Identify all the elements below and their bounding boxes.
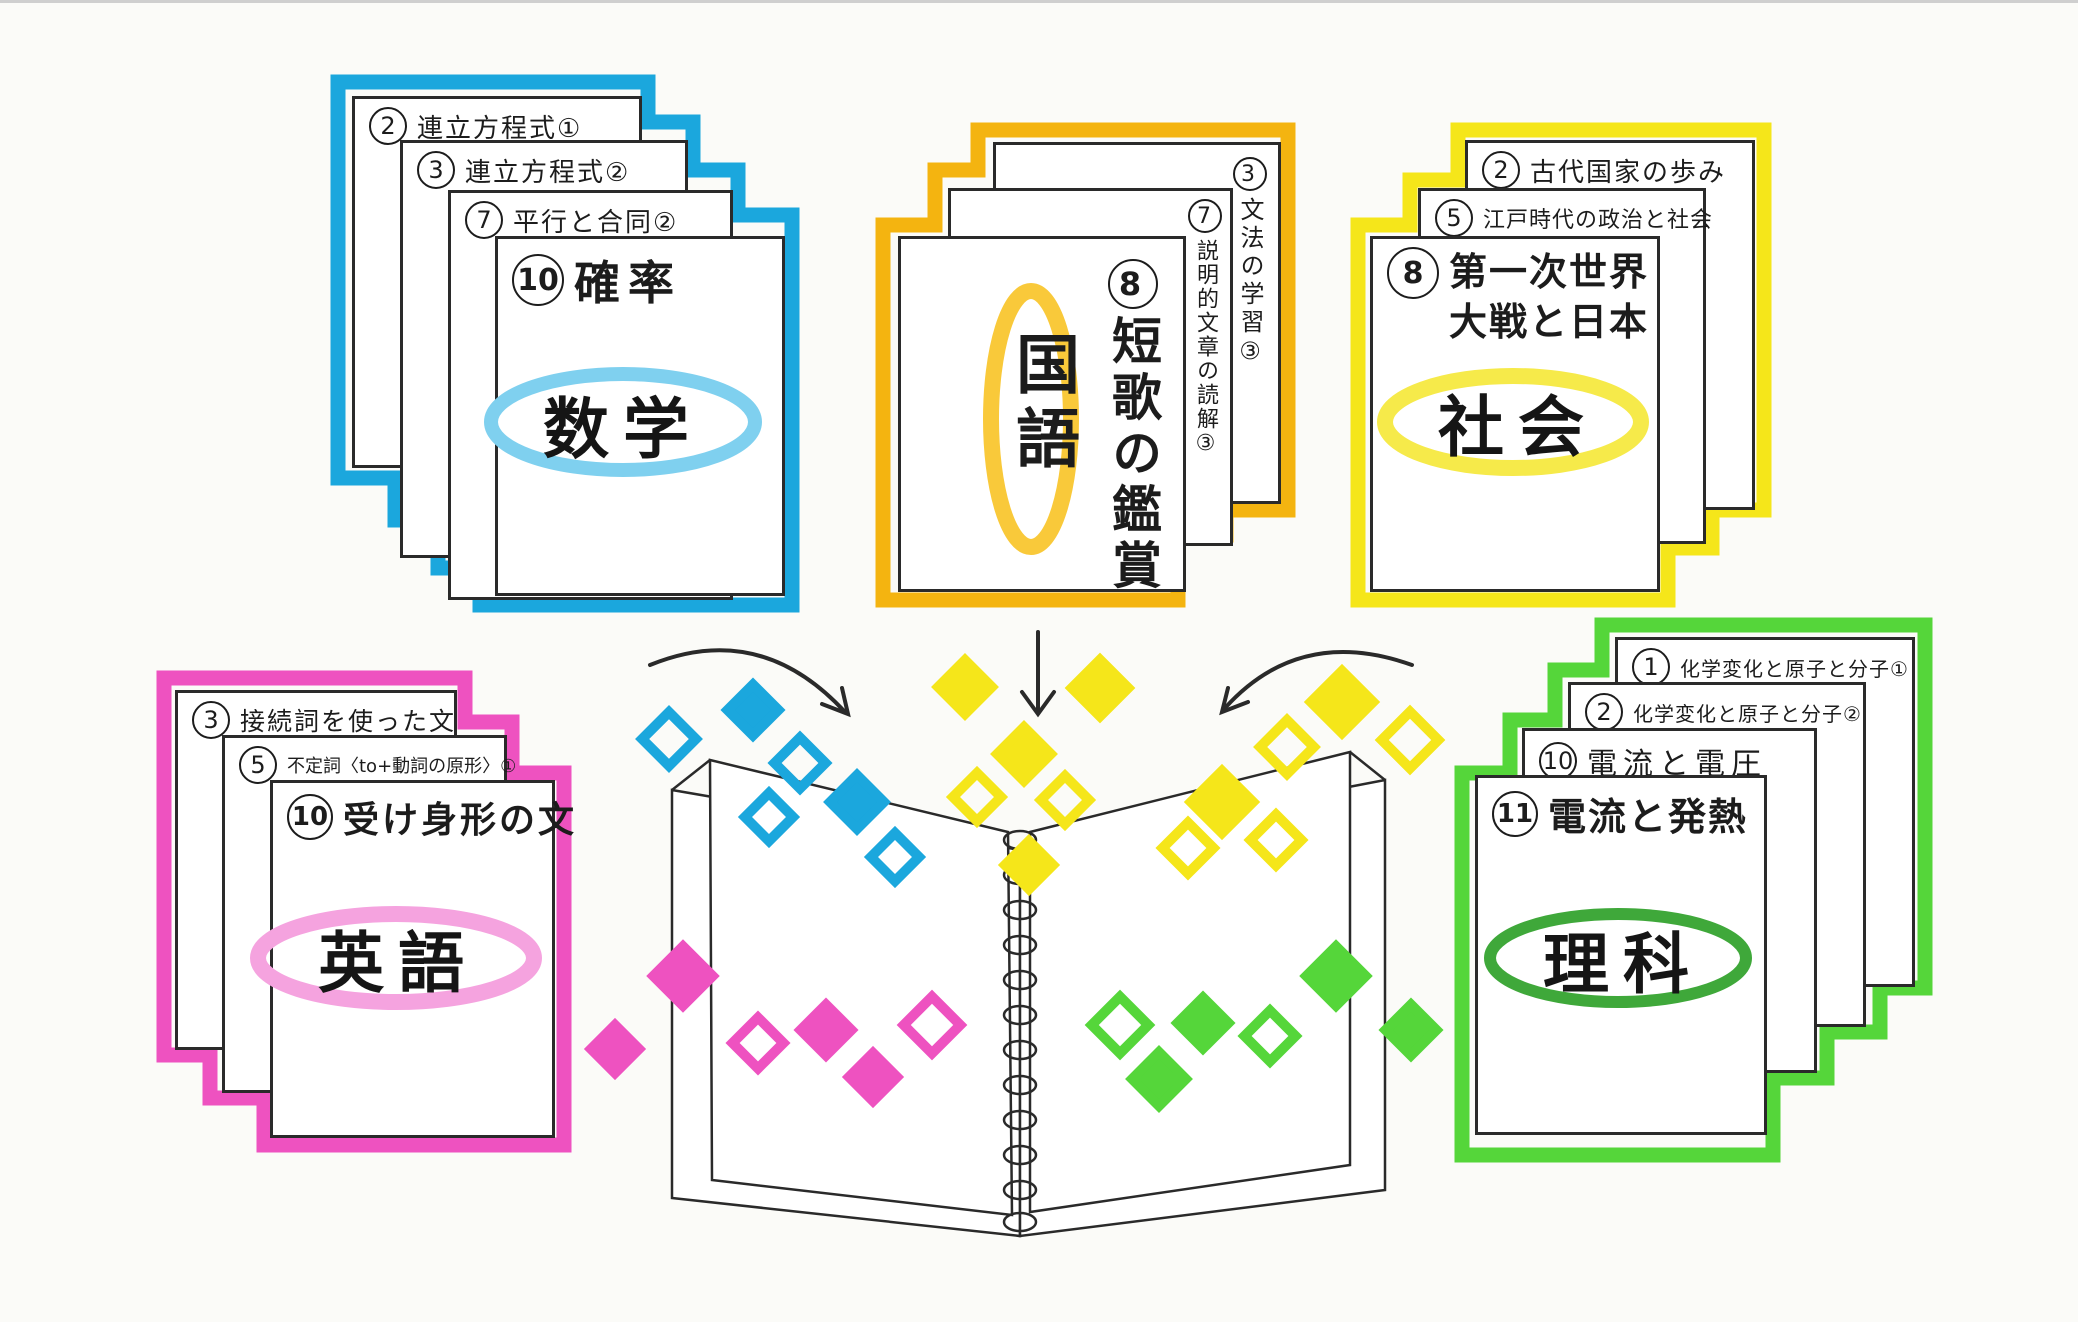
page-number: 10 [512,254,564,306]
japanese-page-front[interactable]: 8 短歌の鑑賞 国語 [898,236,1186,595]
subject-label: 理科 [1543,926,1703,1003]
page-number: 1 [1632,648,1670,686]
science-stack-outline [1454,617,1933,1163]
page-number: 7 [1188,199,1222,233]
yellow-diamonds [931,652,1446,897]
yellow-marker-ring [1377,368,1649,476]
page-title: 文法の学習③ [1236,197,1264,369]
subject-label: 国語 [1005,331,1079,479]
page-title: 第一次世界大戦と日本 [1449,250,1650,344]
page-number: 11 [1492,790,1538,837]
page-title: 化学変化と原子と分子① [1680,656,1909,681]
page-number: 5 [239,746,277,784]
page-number: 7 [465,201,503,239]
pink-marker-ring [250,906,542,1010]
page-title: 確率 [574,256,682,310]
english-stack-outline [156,670,572,1153]
subject-label: 英語 [318,925,478,1002]
page-number: 10 [287,794,333,840]
page-number: 3 [192,701,230,739]
page-number: 8 [1108,259,1158,309]
page-title: 平行と合同② [513,207,679,238]
page-number: 5 [1435,199,1473,237]
pink-diamonds [583,939,968,1109]
page-title: 受け身形の文 [343,800,578,841]
orange-marker-ring [983,283,1079,555]
page-number: 8 [1387,247,1439,299]
page-title: 連立方程式① [417,113,583,144]
subject-label: 数学 [543,391,703,468]
page-title: 説明的文章の読解③ [1193,239,1218,458]
page-title: 江戸時代の政治と社会 [1483,208,1714,233]
page-title: 電流と発熱 [1548,795,1749,839]
page-number: 3 [1233,157,1267,191]
page-title: 短歌の鑑賞 [1104,315,1162,595]
page-title: 不定詞〈to+動詞の原形〉① [287,756,517,777]
arrows [648,630,1414,718]
page-number: 3 [417,151,455,189]
page-title: 接続詞を使った文 [240,707,457,736]
notebook-drawing [670,750,1387,1238]
math-stack-outline [330,74,800,613]
page-title-vertical: 8 短歌の鑑賞 [1097,259,1169,595]
page-number: 2 [1585,693,1623,731]
scan-edge-line [0,0,2078,3]
notebook-spiral [1002,829,1038,1233]
japanese-stack-outline [875,122,1296,608]
page-title-vertical: 7 説明的文章の読解③ [1188,199,1222,458]
page-title: 化学変化と原子と分子② [1633,701,1862,726]
green-diamonds [1084,939,1444,1113]
page-number: 2 [369,107,407,145]
green-marker-ring [1484,908,1752,1008]
blue-diamonds [635,677,927,889]
page-title-vertical: 3 文法の学習③ [1233,157,1268,369]
page-title: 古代国家の歩み [1530,157,1727,188]
social-stack-outline [1350,122,1772,608]
blue-marker-ring [484,367,762,477]
page-number: 2 [1482,151,1520,189]
page-title: 連立方程式② [465,157,631,188]
subject-label: 社会 [1438,389,1598,466]
